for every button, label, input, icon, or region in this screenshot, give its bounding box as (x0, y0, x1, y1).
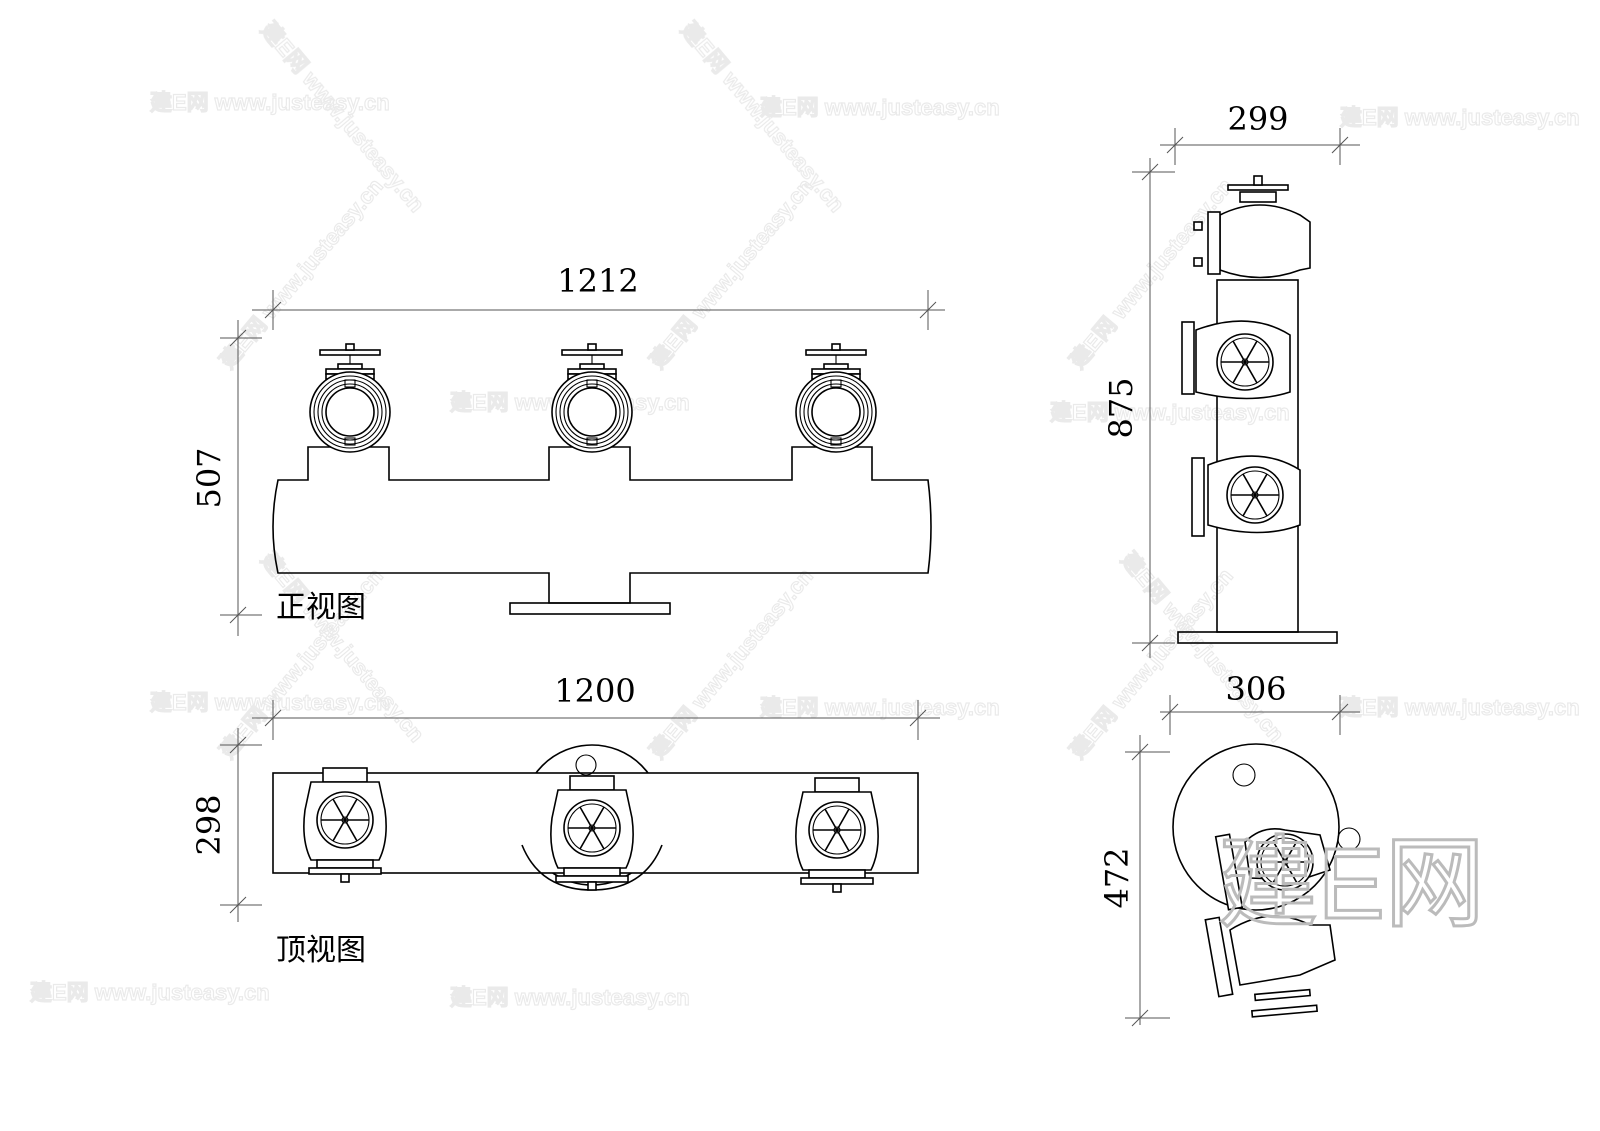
dimension-label: 299 (1227, 100, 1288, 138)
watermark-text: 建E网 www.justeasy.cn (1116, 547, 1289, 747)
watermark-text: 建E网 www.justeasy.cn (256, 17, 429, 217)
dimension-height: 507 (190, 320, 262, 636)
top-view: 1200 298 顶视图 (190, 672, 940, 968)
dimension-label: 1200 (554, 672, 635, 710)
watermark-text: 建E网 www.justeasy.cn (760, 695, 1000, 720)
dimension-width: 1200 (252, 672, 940, 740)
watermark-text: 建E网 www.justeasy.cn (450, 985, 690, 1010)
watermark-text: 建E网 www.justeasy.cn (645, 174, 818, 374)
valve-top-1 (304, 768, 386, 882)
valve-3 (795, 343, 877, 453)
valve-1 (309, 343, 391, 453)
base-plate (1177, 631, 1338, 644)
view-label: 顶视图 (276, 933, 366, 968)
valve-2 (551, 343, 633, 453)
front-view: 1212 507 正视图 (190, 262, 945, 636)
flange-circle (1172, 743, 1340, 911)
watermark-text: 建E网 www.justeasy.cn (256, 547, 429, 747)
watermark-text: 建E网 www.justeasy.cn (760, 95, 1000, 120)
dimension-label: 298 (190, 794, 228, 855)
watermark-text: 建E网 www.justeasy.cn (30, 980, 270, 1005)
side-valve-2 (1191, 455, 1301, 537)
dimension-height: 298 (190, 728, 262, 922)
dimension-width: 1212 (252, 262, 945, 330)
dimension-label: 306 (1225, 670, 1286, 708)
top-valve (1193, 175, 1311, 279)
manifold-pipe (272, 446, 932, 604)
dimension-label: 507 (190, 447, 228, 508)
base-plate (509, 602, 671, 615)
dimension-width: 306 (1160, 670, 1360, 735)
watermark-text: 建E网 www.justeasy.cn (1340, 695, 1580, 720)
side-valve-1 (1181, 320, 1291, 400)
dimension-height: 472 (1098, 735, 1170, 1027)
watermark-text: 建E网 www.justeasy.cn (1050, 400, 1290, 425)
watermark-text: 建E网 www.justeasy.cn (1340, 105, 1580, 130)
view-label: 正视图 (276, 590, 366, 625)
valve-top-3 (796, 778, 878, 892)
side-view: 299 875 (1102, 100, 1360, 658)
watermark-text: 建E网 www.justeasy.cn (645, 564, 818, 764)
dimension-label: 472 (1098, 847, 1136, 908)
dimension-width: 299 (1160, 100, 1360, 165)
dimension-label: 1212 (557, 262, 638, 300)
bottom-view: 306 472 (1098, 670, 1361, 1027)
watermark-text: 建E网 www.justeasy.cn (150, 690, 390, 715)
watermark-text: 建E网 www.justeasy.cn (150, 90, 390, 115)
watermark-text: 建E网 www.justeasy.cn (215, 174, 388, 374)
watermark-logo: 建E网 (1218, 828, 1485, 940)
dimension-label: 875 (1102, 377, 1140, 438)
dimension-height: 875 (1102, 158, 1175, 658)
